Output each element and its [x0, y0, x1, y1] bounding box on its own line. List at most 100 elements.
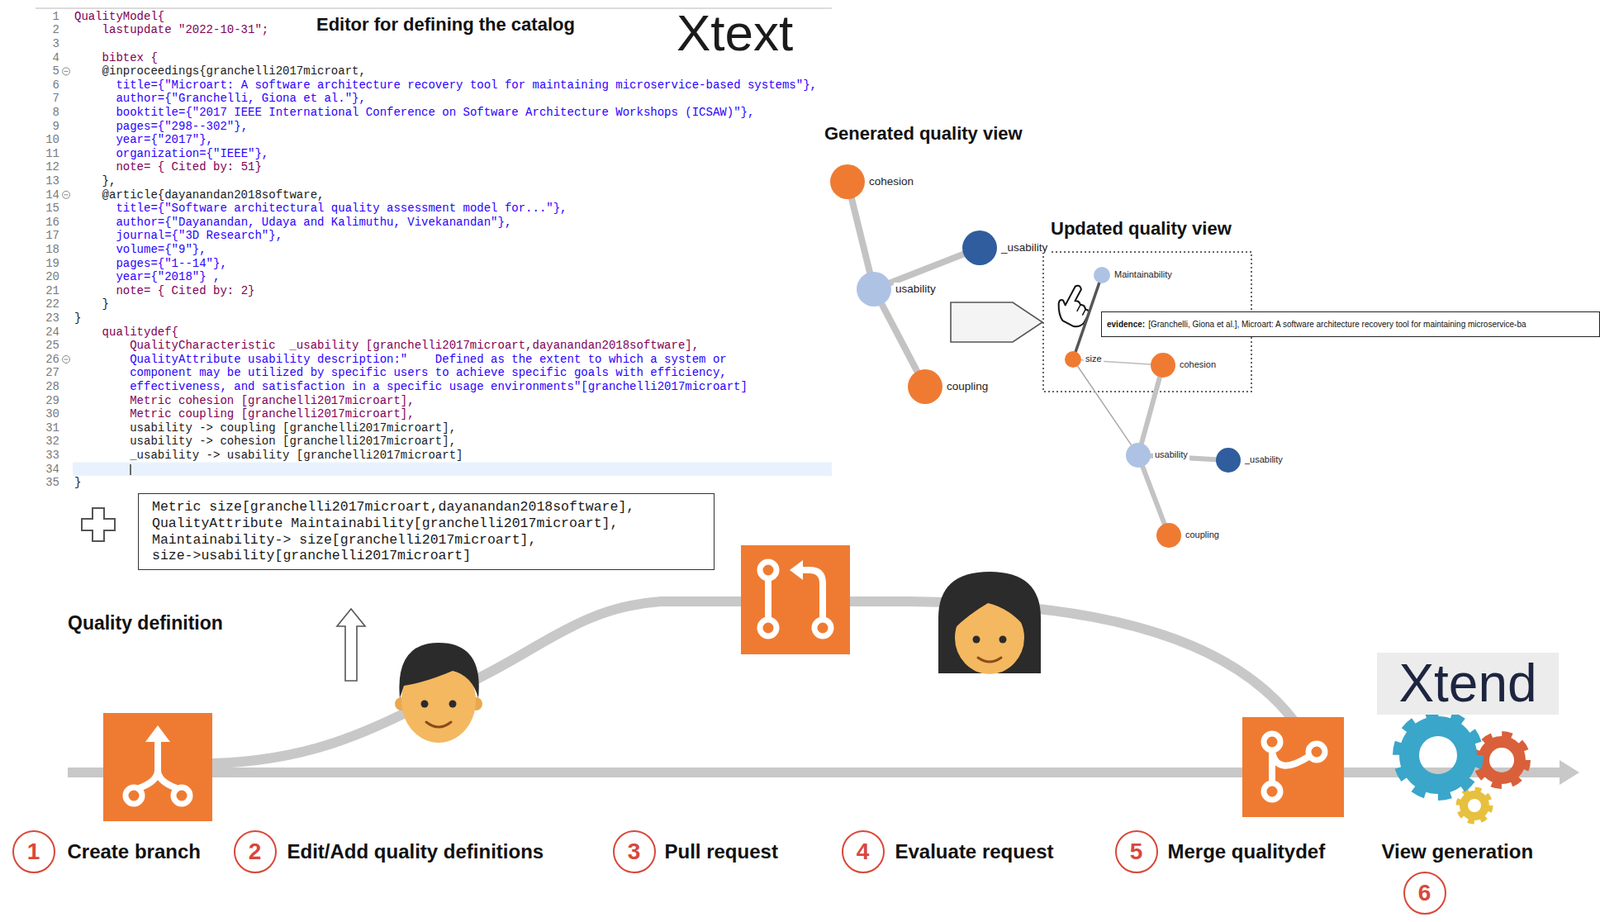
graph-node: _usability [962, 230, 998, 266]
node-label: cohesion [867, 175, 916, 190]
line-number: 22 [24, 297, 60, 312]
line-number: 20 [24, 270, 60, 285]
up-arrow [337, 608, 366, 681]
step-marker: 5Merge qualitydef [1115, 830, 1159, 874]
line-number: 10 [24, 132, 60, 148]
code-line: booktitle={"2017 IEEE International Conf… [74, 105, 755, 120]
tooltip-key: evidence: [1106, 319, 1145, 329]
line-number: 24 [24, 325, 60, 340]
code-line: usability -> cohesion [granchelli2017mic… [74, 434, 456, 449]
line-number: 11 [24, 147, 60, 162]
graph-edge [1077, 365, 1132, 445]
step-label: Pull request [664, 839, 779, 865]
callout-number: 4 [843, 831, 883, 871]
code-line: @article{dayanandan2018software, [74, 188, 324, 203]
step-label: Create branch [67, 839, 201, 865]
timeline-arrowhead [1559, 759, 1580, 785]
plus-symbol [81, 508, 115, 542]
code-line: pages={"298--302"}, [74, 119, 248, 134]
code-line: _usability -> usability [granchelli2017m… [74, 448, 463, 463]
code-line: volume={"9"}, [74, 242, 207, 257]
step-marker: 4Evaluate request [841, 830, 885, 874]
evidence-tooltip: evidence:[Granchelli, Giona et al.], Mic… [1101, 311, 1600, 338]
editor-title: Editor for defining the catalog [316, 14, 575, 36]
graph-node: Maintainability [1093, 266, 1111, 284]
line-number: 34 [24, 462, 60, 477]
graph-node: size [1064, 351, 1082, 368]
section-title: Quality definition [67, 612, 224, 636]
gear-yellow [1458, 789, 1491, 822]
node-label: coupling [1183, 529, 1221, 542]
callout-number: 1 [14, 831, 53, 871]
node-label: cohesion [1177, 359, 1218, 371]
node-label: _usability [1243, 454, 1285, 466]
step-marker: 1Create branch [12, 830, 56, 874]
callout-number: 2 [235, 831, 275, 871]
fold-marker [62, 67, 71, 76]
node-label: usability [893, 282, 938, 297]
gear-red [1476, 735, 1527, 785]
step-label: Edit/Add quality definitions [287, 839, 545, 865]
step-label: View generation [1381, 839, 1534, 865]
transition-arrow [950, 302, 1043, 342]
graph-edge [851, 198, 870, 272]
code-line: } [74, 297, 110, 312]
line-number: 35 [24, 475, 60, 490]
code-line: Metric cohesion [granchelli2017microart]… [74, 394, 415, 409]
code-line: QualityAttribute usability description:"… [74, 352, 727, 367]
code-line: @inproceedings{granchelli2017microart, [74, 64, 366, 79]
graph-node: cohesion [830, 164, 865, 200]
line-number: 29 [24, 394, 60, 409]
code-line: note= { Cited by: 2} [74, 284, 255, 299]
line-number: 12 [24, 160, 60, 175]
line-number: 26 [24, 352, 60, 367]
graph-edge [1075, 282, 1100, 352]
line-number: 25 [24, 338, 60, 353]
line-number: 17 [24, 228, 60, 243]
merge-icon [1242, 716, 1344, 817]
code-line: title={"Software architectural quality a… [74, 201, 568, 216]
code-line: QualityAttribute Maintainability[granche… [151, 515, 703, 532]
line-number: 3 [24, 37, 60, 52]
node-label: Maintainability [1112, 269, 1174, 281]
code-line: Maintainability-> size[granchelli2017mic… [151, 531, 703, 549]
line-number: 28 [24, 379, 60, 395]
line-number: 21 [24, 284, 60, 299]
text-cursor [129, 464, 131, 475]
graph-node: coupling [907, 369, 943, 404]
step-marker: 6View generation [1403, 871, 1447, 915]
xtext-logo: Xtext [676, 2, 793, 64]
code-snippet-box: Metric size[granchelli2017microart,dayan… [137, 493, 715, 570]
step-marker: 3Pull request [612, 830, 656, 874]
tooltip-value: [Granchelli, Giona et al.], Microart: A … [1148, 319, 1526, 329]
line-number: 27 [24, 365, 60, 380]
node-label: coupling [944, 379, 990, 395]
reviewer-face [938, 571, 1041, 675]
line-number: 13 [24, 174, 60, 189]
line-number: 14 [24, 188, 60, 203]
line-number: 4 [24, 51, 60, 66]
line-number: 30 [24, 407, 60, 422]
code-line: author={"Granchelli, Giona et al."}, [74, 91, 366, 106]
gear-teal [1399, 716, 1477, 794]
pull-request-icon [740, 545, 850, 655]
code-line: QualityModel{ [74, 9, 165, 24]
line-number: 31 [24, 421, 60, 436]
code-line: lastupdate "2022-10-31"; [74, 23, 269, 38]
callout-number: 3 [614, 831, 654, 871]
line-number: 8 [24, 105, 60, 120]
current-line-highlight [72, 462, 832, 477]
line-number: 32 [24, 434, 60, 449]
graph-node: cohesion [1150, 352, 1176, 378]
step-marker: 2Edit/Add quality definitions [233, 830, 277, 874]
graph-edge [890, 254, 964, 284]
callout-number: 6 [1405, 873, 1444, 912]
fold-marker [62, 190, 71, 199]
branch-icon [103, 712, 213, 822]
graph-edge [1141, 376, 1160, 443]
code-line: organization={"IEEE"}, [74, 147, 269, 162]
developer-face [394, 642, 483, 743]
code-line: title={"Microart: A software architectur… [74, 78, 817, 93]
graph-node: _usability [1215, 447, 1241, 473]
callout-number: 5 [1116, 831, 1156, 871]
